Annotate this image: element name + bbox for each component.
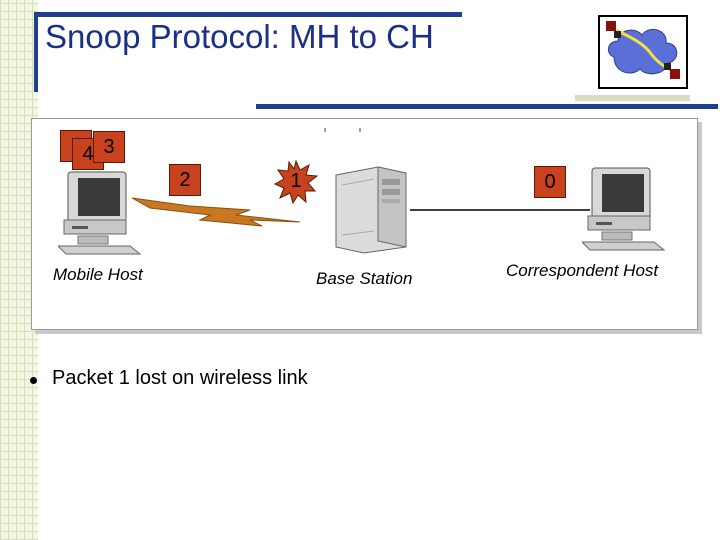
mobile-host-label: Mobile Host xyxy=(53,265,143,284)
lost-packet-burst-icon xyxy=(274,160,318,204)
packet-3: 3 xyxy=(93,131,125,163)
correspondent-host-label: Correspondent Host xyxy=(506,261,659,280)
title-bar-top xyxy=(34,12,462,17)
bullet-marker xyxy=(30,377,37,384)
packet-0: 0 xyxy=(534,166,566,198)
packet-1-lost: 1 xyxy=(290,170,302,192)
title-bar-light xyxy=(575,95,690,101)
network-cloud-logo xyxy=(598,15,688,89)
title-underline xyxy=(256,104,718,109)
slide-title: Snoop Protocol: MH to CH xyxy=(45,18,434,55)
title-bar-left xyxy=(34,12,38,92)
mobile-host-computer-icon xyxy=(58,171,142,255)
packet-2: 2 xyxy=(169,164,201,196)
bullet-text: Packet 1 lost on wireless link xyxy=(52,367,308,389)
wireless-link xyxy=(131,197,301,227)
base-station-label: Base Station xyxy=(316,269,413,288)
correspondent-host-computer-icon xyxy=(582,167,666,251)
cloud-icon xyxy=(606,21,680,79)
base-station-server-icon xyxy=(335,166,407,254)
